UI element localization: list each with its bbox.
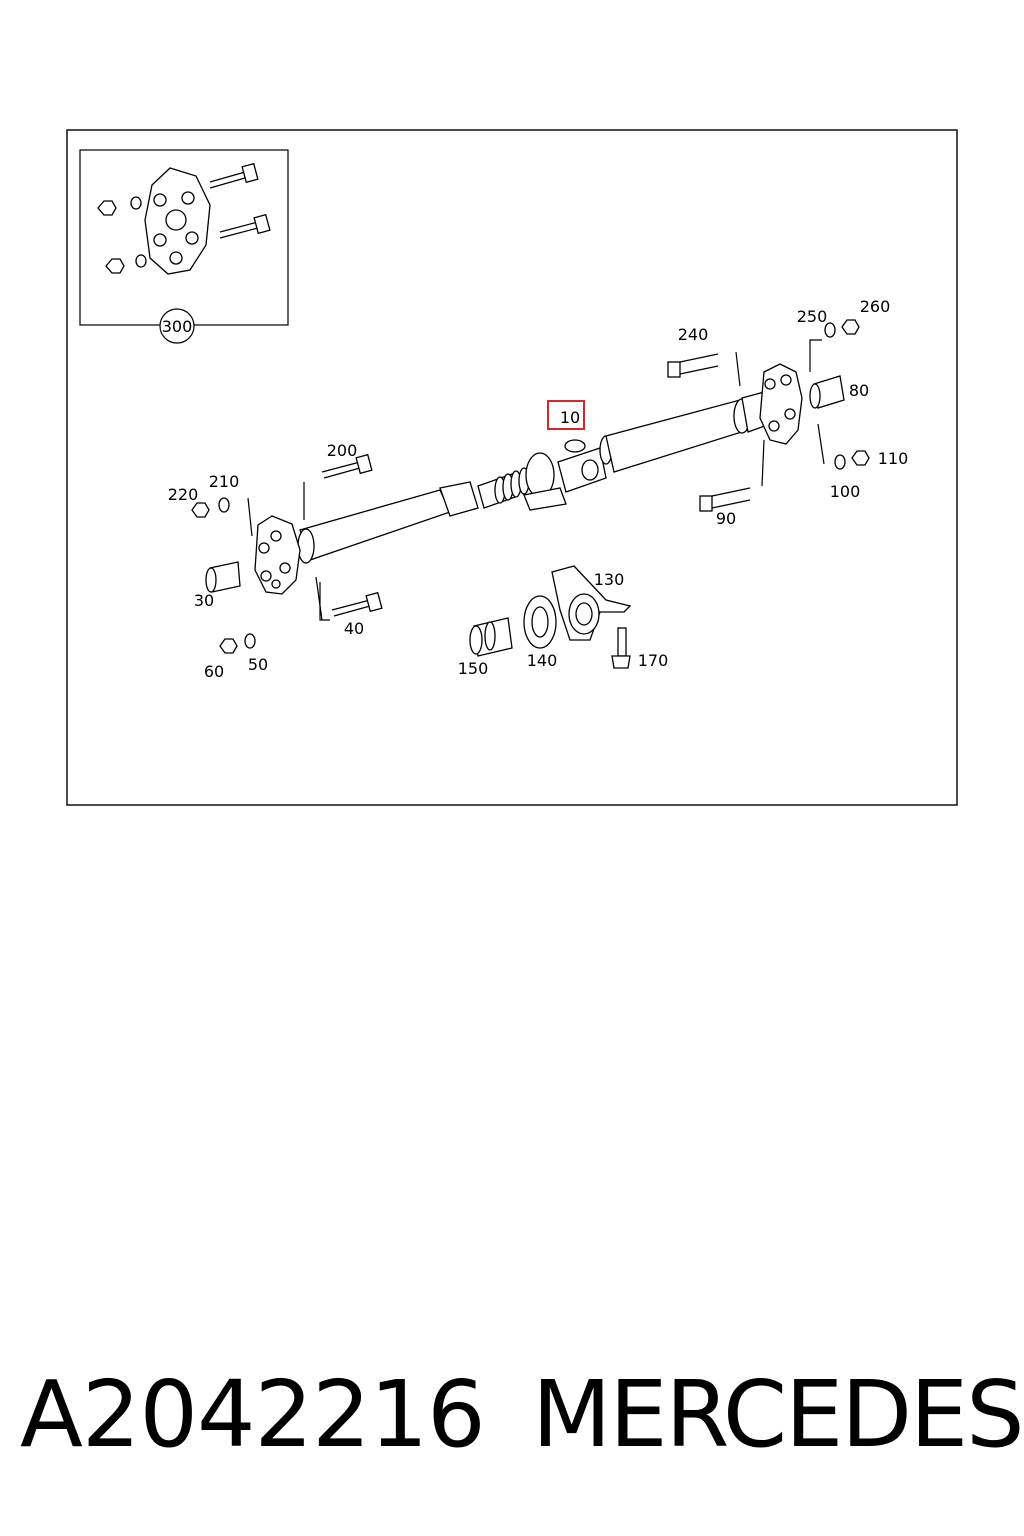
part-label-250: 250	[797, 307, 828, 326]
part-label-170: 170	[638, 651, 669, 670]
inset-flex-disc-kit: 300	[79, 149, 289, 344]
washer-100-icon	[834, 454, 846, 470]
inset-label-bubble	[159, 308, 195, 344]
part-label-30: 30	[194, 591, 214, 610]
part-label-60: 60	[204, 662, 224, 681]
part-label-40: 40	[344, 619, 364, 638]
washer-210-icon	[218, 497, 230, 513]
bolt-90-icon	[699, 487, 751, 512]
part-label-210: 210	[209, 472, 240, 491]
nut-260-icon	[841, 319, 860, 335]
part-label-150: 150	[458, 659, 489, 678]
bearing-140-icon	[523, 595, 557, 649]
part-label-80: 80	[849, 381, 869, 400]
inset-flex-disc-icon	[144, 167, 211, 275]
part-label-90: 90	[716, 509, 736, 528]
footer-caption: A2042216 MERCEDES	[0, 1360, 1024, 1470]
part-label-110: 110	[878, 449, 909, 468]
part-label-50: 50	[248, 655, 268, 674]
nut-110-icon	[851, 450, 870, 466]
leader-lines	[247, 339, 825, 621]
bolt-240-icon	[667, 353, 719, 378]
part-label-240: 240	[678, 325, 709, 344]
nut-60-icon	[219, 638, 238, 654]
inset-nut-icon	[105, 258, 125, 274]
part-number: A2042216	[20, 1361, 486, 1468]
highlight-box-part-10	[547, 400, 585, 430]
part-label-130: 130	[594, 570, 625, 589]
front-flex-disc-icon	[254, 515, 301, 595]
brand-name: MERCEDES	[532, 1361, 1024, 1468]
boot-150-icon	[469, 617, 513, 657]
inset-bolt-icon	[219, 213, 271, 239]
washer-250-icon	[824, 322, 836, 338]
inset-washer-icon	[135, 254, 147, 268]
centering-sleeve-80-icon	[809, 375, 845, 409]
part-label-220: 220	[168, 485, 199, 504]
rear-flex-disc-icon	[759, 363, 803, 445]
part-label-300: 300	[162, 317, 193, 336]
bearing-bracket-130-icon	[551, 565, 632, 641]
inset-bolt-icon	[209, 162, 259, 189]
part-label-200: 200	[327, 441, 358, 460]
bolt-200-icon	[321, 453, 373, 479]
bolt-40-icon	[331, 591, 383, 617]
washer-50-icon	[244, 633, 256, 649]
part-label-140: 140	[527, 651, 558, 670]
center-bearing-icon	[523, 452, 567, 511]
bolt-170-icon	[611, 627, 631, 669]
part-label-100: 100	[830, 482, 861, 501]
inset-nut-icon	[97, 200, 117, 216]
driveshaft-assembly	[297, 391, 771, 564]
inset-washer-icon	[130, 196, 142, 210]
centering-sleeve-30-icon	[205, 561, 241, 593]
part-label-260: 260	[860, 297, 891, 316]
nut-220-icon	[191, 502, 210, 518]
part-label-10: 10	[560, 408, 580, 427]
